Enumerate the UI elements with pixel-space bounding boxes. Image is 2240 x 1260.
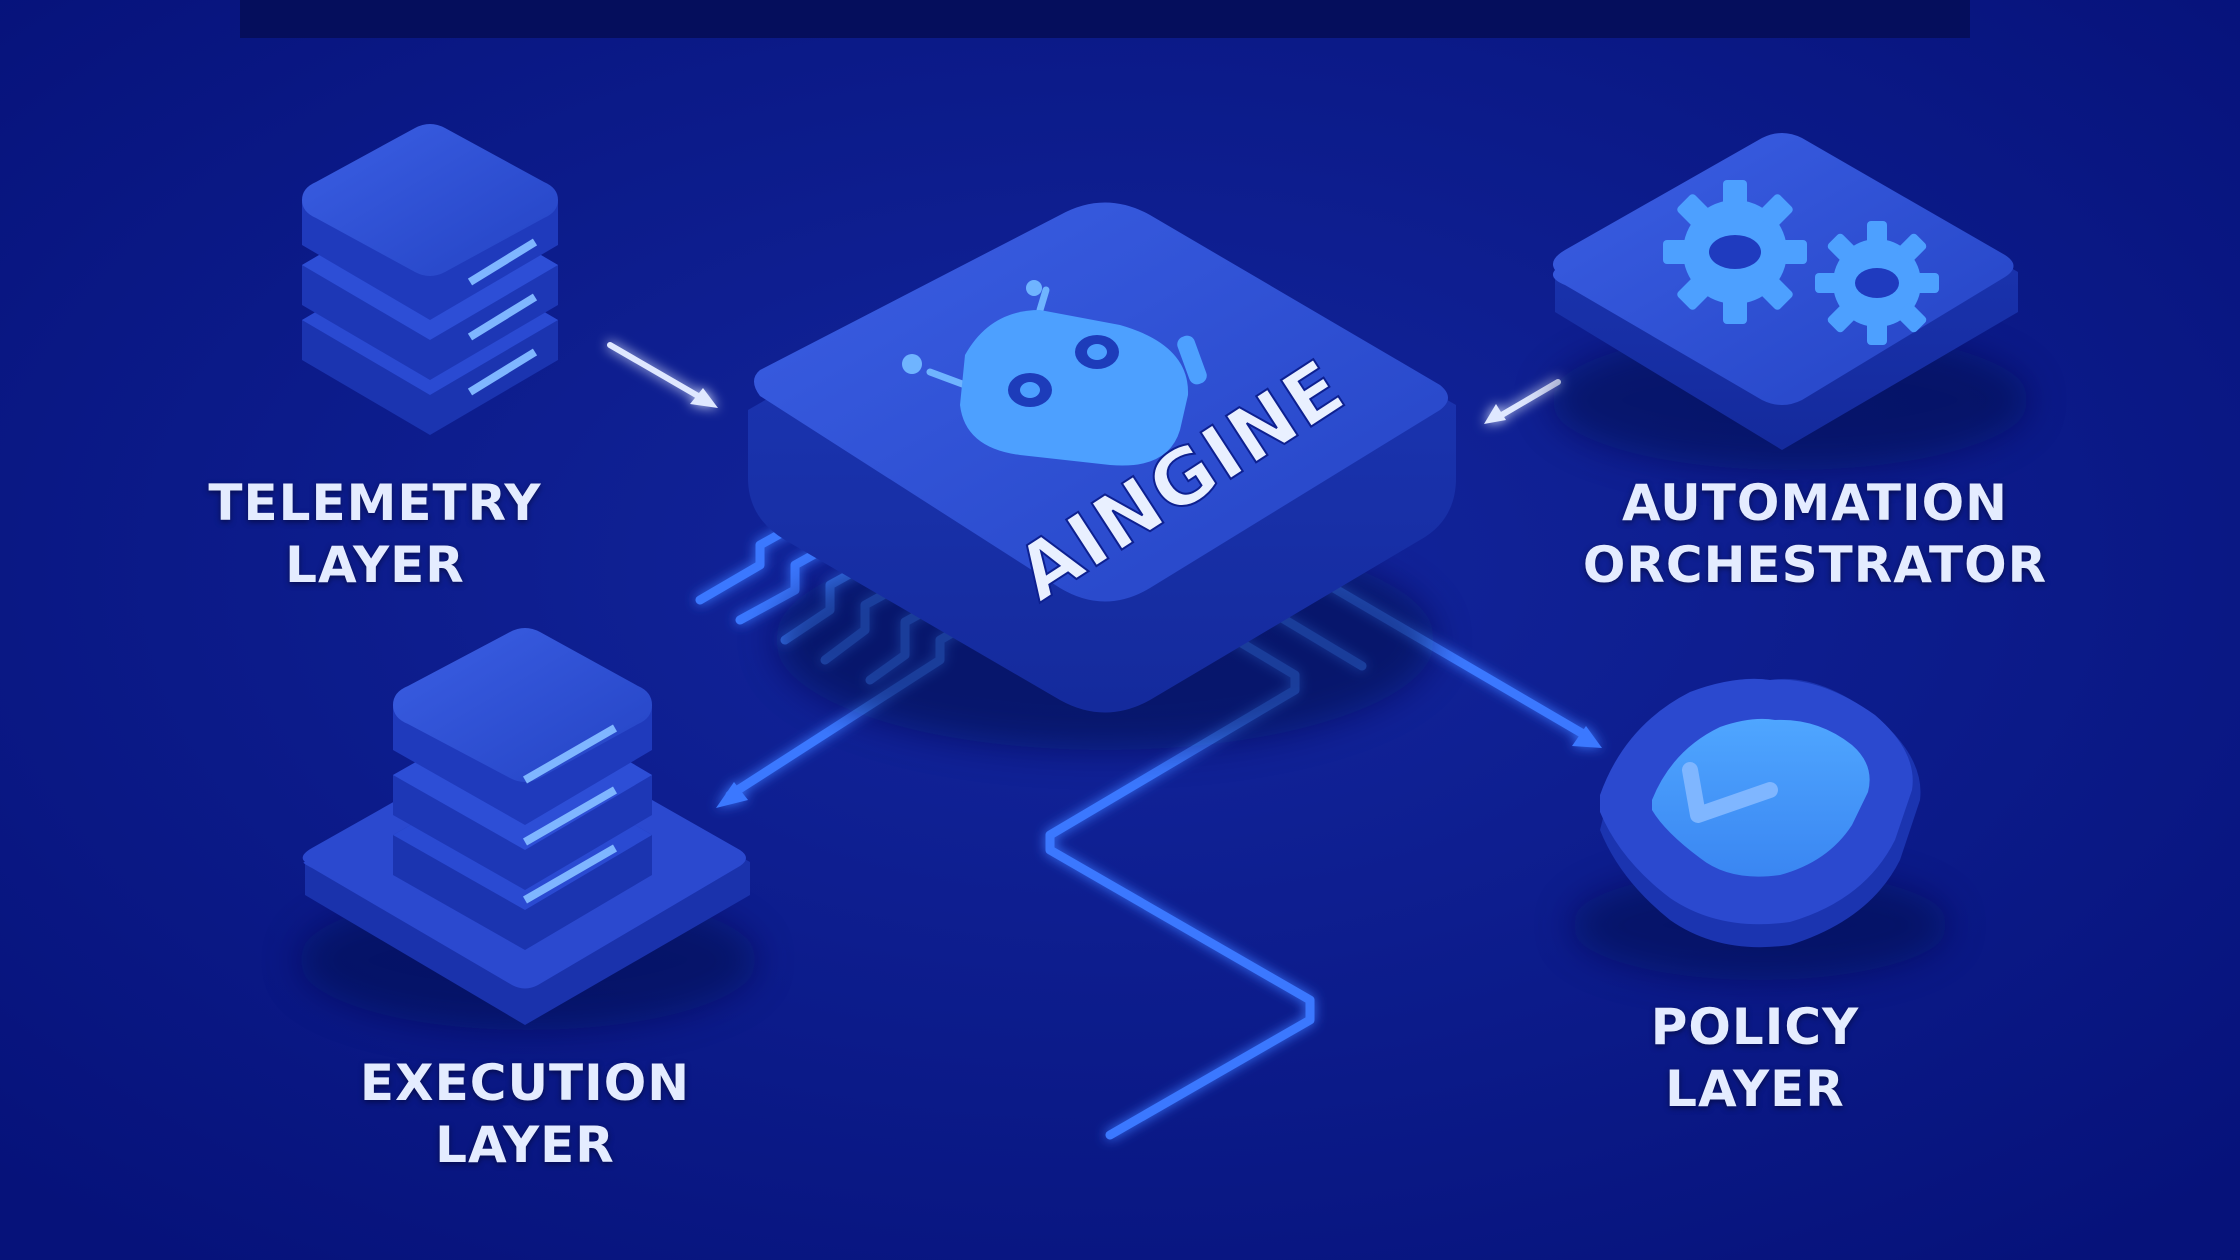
- robot-icon: [902, 280, 1207, 466]
- execution-label-line2: LAYER: [435, 1116, 615, 1174]
- aingine-block: AINGINE: [748, 202, 1456, 750]
- automation-label: AUTOMATION ORCHESTRATOR: [1580, 472, 2050, 596]
- arrow-telemetry-to-center: [607, 342, 708, 403]
- policy-label-line2: LAYER: [1665, 1060, 1845, 1118]
- policy-label-line1: POLICY: [1650, 998, 1860, 1056]
- automation-block: [1550, 133, 2030, 470]
- shield-check-icon: [1652, 718, 1870, 877]
- telemetry-label-line1: TELEMETRY: [208, 474, 542, 532]
- gears-icon: [1663, 180, 1939, 345]
- arrow-automation-to-center: [1497, 379, 1561, 419]
- arrowhead-to-execution: [716, 782, 748, 808]
- telemetry-label: TELEMETRY LAYER: [200, 472, 550, 596]
- server-stack-icon: [302, 124, 558, 435]
- policy-label: POLICY LAYER: [1570, 996, 1940, 1120]
- execution-server-stack: [298, 628, 758, 1030]
- automation-label-line1: AUTOMATION: [1621, 474, 2008, 532]
- execution-label-line1: EXECUTION: [359, 1054, 691, 1112]
- execution-label: EXECUTION LAYER: [340, 1052, 710, 1176]
- arrowhead-to-policy: [1572, 726, 1602, 748]
- top-band: [240, 0, 1970, 38]
- arrowhead-telemetry: [690, 388, 718, 408]
- telemetry-label-line2: LAYER: [285, 536, 465, 594]
- arrowhead-automation: [1484, 404, 1506, 424]
- automation-label-line2: ORCHESTRATOR: [1582, 536, 2048, 594]
- server-stack-icon: [393, 628, 652, 950]
- telemetry-server-stack: [302, 124, 558, 435]
- policy-shield: [1570, 678, 1950, 980]
